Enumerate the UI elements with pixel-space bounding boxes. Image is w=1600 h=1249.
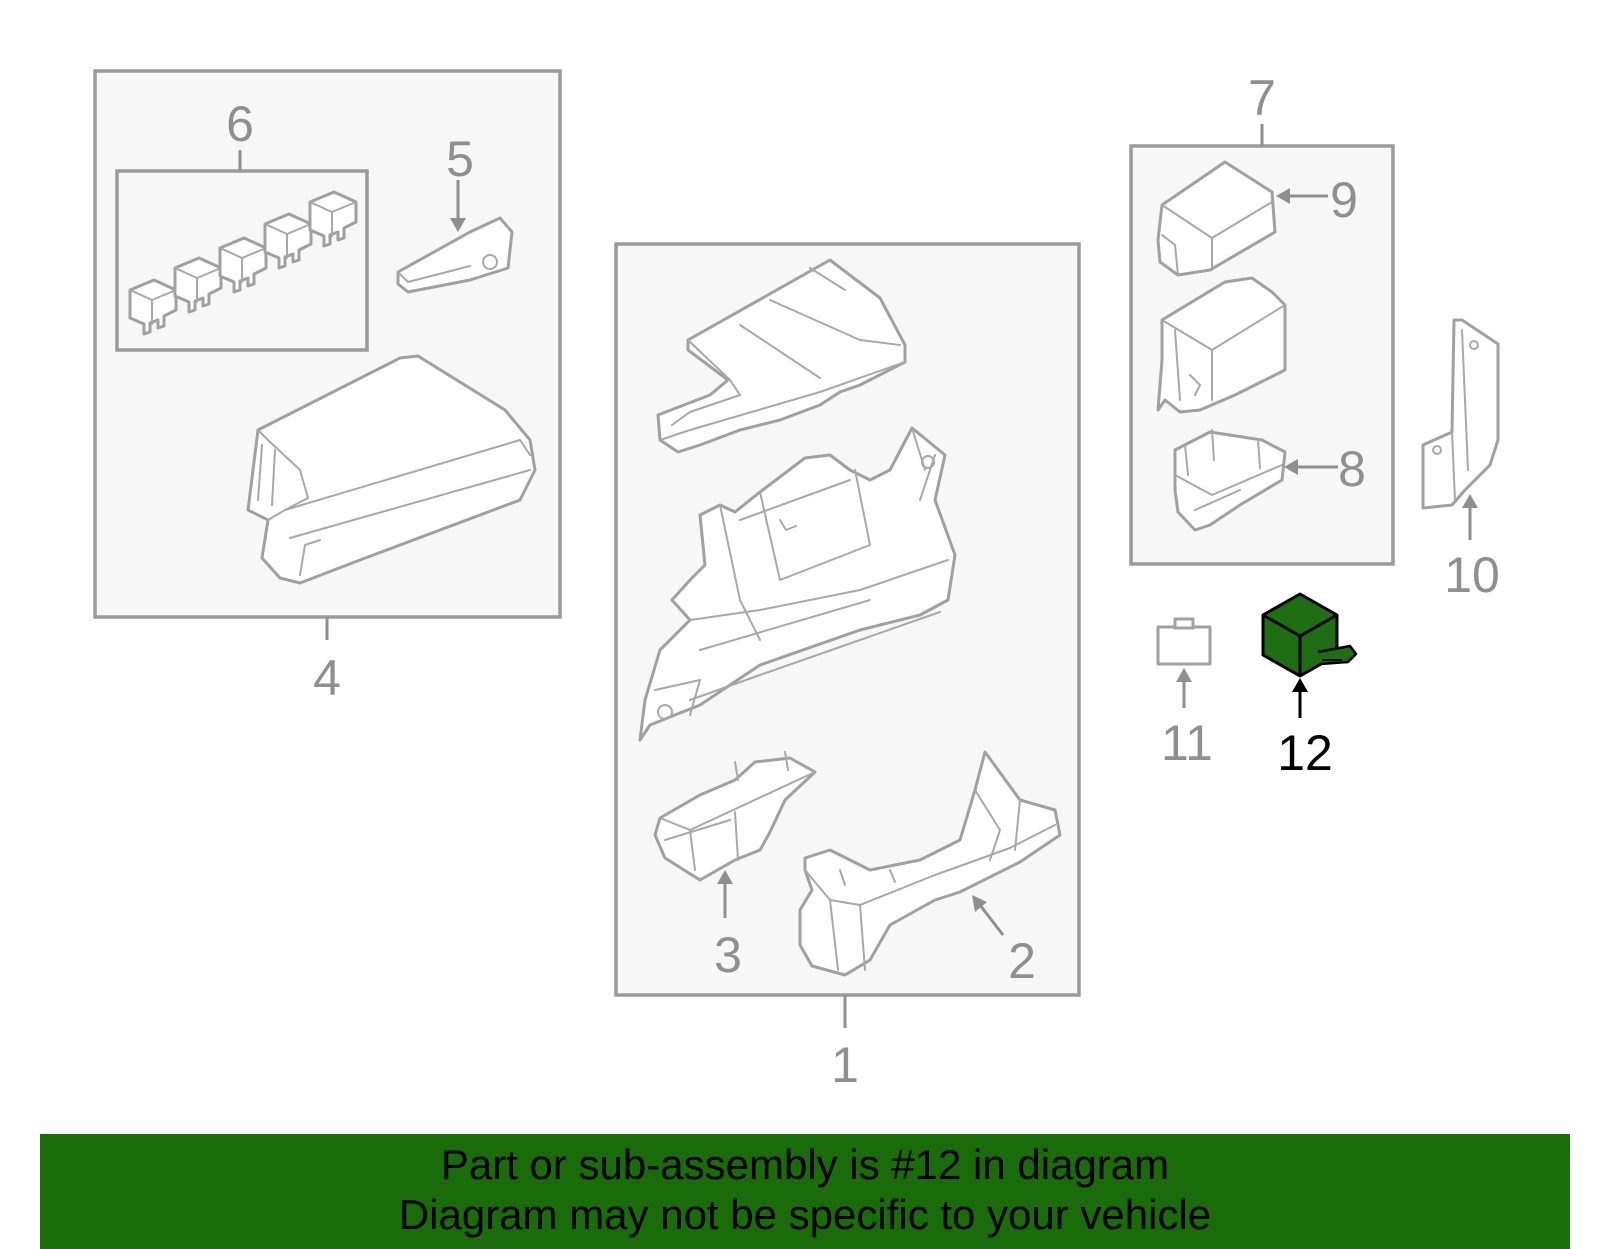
callout-4: 4 [313,650,341,706]
part-3-bracket[interactable] [653,751,817,882]
callout-9: 9 [1330,172,1358,228]
callout-1: 1 [831,1037,859,1093]
part-10-bracket[interactable] [1421,318,1500,510]
arrowhead-11 [1176,668,1192,682]
callout-10: 10 [1444,547,1500,603]
arrowhead-8 [1284,459,1298,475]
callout-6: 6 [226,96,254,152]
callout-5: 5 [446,131,474,187]
part-4-cover[interactable] [246,354,537,585]
part-9-relay-cover[interactable] [1156,160,1277,277]
arrowhead-3 [717,870,733,884]
part-11-connector[interactable] [1156,617,1212,666]
callout-7: 7 [1248,70,1276,126]
arrowhead-9 [1276,188,1290,204]
arrowhead-10 [1462,494,1478,508]
banner-line-1: Part or sub-assembly is #12 in diagram [440,1141,1170,1188]
upper-cover[interactable] [656,258,907,454]
banner-line-2: Diagram may not be specific to your vehi… [398,1191,1212,1238]
relay-housing[interactable] [1156,276,1287,414]
arrowhead-2 [972,895,987,912]
part-12-relay[interactable] [1261,592,1358,678]
callout-12: 12 [1277,725,1333,781]
group-4-cover-assembly [93,69,562,640]
group-1-fuse-box [614,242,1081,1028]
part-5-fuse-puller[interactable] [396,216,514,294]
arrowhead-12 [1292,678,1308,692]
info-banner: Part or sub-assembly is #12 in diagram D… [40,1134,1570,1249]
group-7-relay-box [1129,124,1395,566]
part-8-relay-block[interactable] [1173,429,1287,532]
callout-2: 2 [1008,933,1036,989]
callout-3: 3 [714,927,742,983]
main-body[interactable] [638,426,957,742]
part-6-fuses[interactable] [128,190,358,336]
leader-2 [978,904,1005,936]
callout-11: 11 [1161,715,1213,771]
callout-8: 8 [1338,441,1366,497]
part-2-lower-bracket[interactable] [798,750,1062,977]
arrowhead-5 [450,218,466,232]
